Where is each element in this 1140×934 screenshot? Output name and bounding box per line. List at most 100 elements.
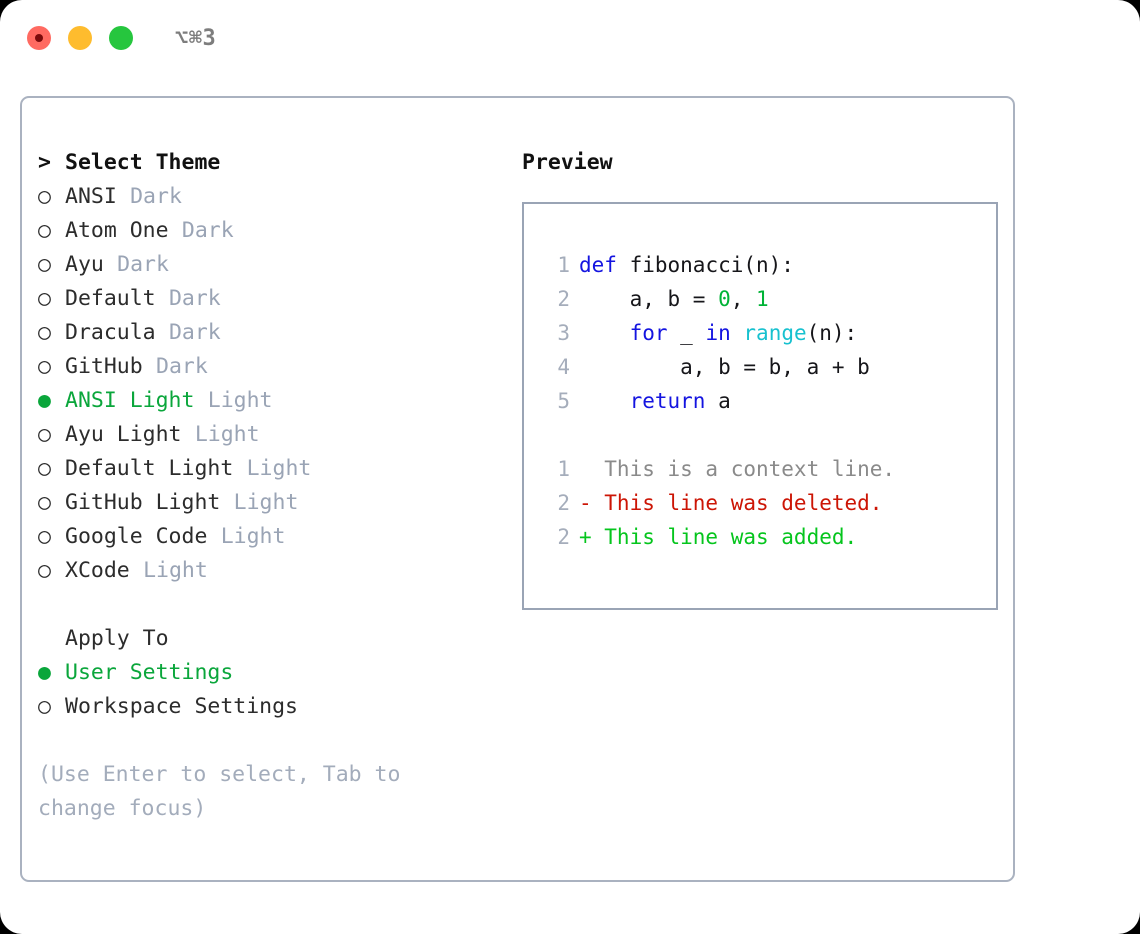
theme-name: Atom One — [65, 218, 169, 243]
code-line-content: return a — [579, 384, 731, 418]
diff-line-text: - This line was deleted. — [579, 491, 883, 515]
code-token-txt: fibonacci(n): — [616, 253, 794, 277]
apply-to-option-label: User Settings — [65, 660, 234, 685]
radio-unselected-icon[interactable]: ○ — [38, 422, 51, 447]
code-token-kw: for — [629, 321, 668, 345]
apply-to-option[interactable]: ● User Settings — [38, 656, 498, 690]
preview-heading: Preview — [522, 150, 613, 175]
apply-to-list: ● User Settings ○ Workspace Settings — [38, 656, 498, 724]
line-number: 5 — [557, 389, 570, 413]
code-line-content: def fibonacci(n): — [579, 248, 794, 282]
radio-unselected-icon[interactable]: ○ — [38, 184, 51, 209]
minimize-window-button[interactable] — [68, 26, 92, 50]
theme-variant-badge: Light — [194, 422, 260, 447]
code-line: 4 a, b = b, a + b — [540, 350, 996, 384]
radio-unselected-icon[interactable]: ○ — [38, 524, 51, 549]
radio-selected-icon[interactable]: ● — [38, 388, 51, 413]
maximize-window-button[interactable] — [109, 26, 133, 50]
theme-name: Dracula — [65, 320, 156, 345]
diff-line-text: This is a context line. — [579, 457, 896, 481]
theme-list-item[interactable]: ○ GitHub Light Light — [38, 486, 498, 520]
diff-line-add: 2 + This line was added. — [540, 520, 996, 554]
code-token-num: 1 — [756, 287, 769, 311]
code-token-txt: _ — [667, 321, 706, 345]
theme-variant-badge: Light — [246, 456, 312, 481]
theme-list-item[interactable]: ○ GitHub Dark — [38, 350, 498, 384]
select-theme-heading: > Select Theme — [38, 146, 498, 180]
radio-unselected-icon[interactable]: ○ — [38, 558, 51, 583]
apply-to-label: Apply To — [65, 626, 169, 651]
code-token-txt: a — [705, 389, 731, 413]
diff-line-text: + This line was added. — [579, 525, 858, 549]
theme-name: ANSI — [65, 184, 117, 209]
keyboard-shortcut-label: ⌥⌘3 — [175, 25, 217, 51]
theme-list-item[interactable]: ○ Google Code Light — [38, 520, 498, 554]
theme-variant-badge: Dark — [156, 354, 208, 379]
theme-list-item[interactable]: ○ Atom One Dark — [38, 214, 498, 248]
radio-unselected-icon[interactable]: ○ — [38, 286, 51, 311]
diff-line-del: 2 - This line was deleted. — [540, 486, 996, 520]
theme-name: Default Light — [65, 456, 234, 481]
line-number: 2 — [557, 287, 570, 311]
theme-variant-badge: Light — [220, 524, 286, 549]
theme-name: Ayu — [65, 252, 104, 277]
theme-name: ANSI Light — [65, 388, 195, 413]
theme-name: GitHub — [65, 354, 143, 379]
code-token-txt: , — [730, 287, 757, 311]
code-line: 3 for _ in range(n): — [540, 316, 996, 350]
close-icon — [35, 34, 43, 42]
line-number: 4 — [557, 355, 570, 379]
theme-name: Ayu Light — [65, 422, 182, 447]
code-token-kw: def — [579, 253, 617, 277]
window-controls — [27, 26, 133, 50]
theme-variant-badge: Light — [143, 558, 208, 583]
line-number: 2 — [557, 491, 570, 515]
code-line-content: a, b = b, a + b — [579, 350, 870, 384]
list-spacer — [38, 588, 498, 622]
theme-list-item[interactable]: ○ Default Light Light — [38, 452, 498, 486]
radio-unselected-icon[interactable]: ○ — [38, 320, 51, 345]
apply-to-option[interactable]: ○ Workspace Settings — [38, 690, 498, 724]
theme-list-item[interactable]: ○ Default Dark — [38, 282, 498, 316]
theme-name: GitHub Light — [65, 490, 221, 515]
radio-unselected-icon[interactable]: ○ — [38, 252, 51, 277]
keyboard-hint: (Use Enter to select, Tab to change focu… — [38, 762, 401, 821]
theme-variant-badge: Dark — [168, 286, 221, 311]
radio-unselected-icon[interactable]: ○ — [38, 456, 51, 481]
apply-to-heading: Apply To — [38, 622, 498, 656]
code-token-txt — [579, 321, 630, 345]
close-window-button[interactable] — [27, 26, 51, 50]
apply-to-option-label: Workspace Settings — [65, 694, 298, 719]
radio-unselected-icon[interactable]: ○ — [38, 218, 51, 243]
theme-list-item[interactable]: ○ Ayu Dark — [38, 248, 498, 282]
theme-list-item[interactable]: ○ Ayu Light Light — [38, 418, 498, 452]
line-number: 2 — [557, 525, 570, 549]
code-token-num: 0 — [718, 287, 731, 311]
theme-variant-badge: Light — [233, 490, 299, 515]
code-token-kw: in — [705, 321, 731, 345]
code-diff-spacer — [540, 418, 996, 452]
code-token-txt: a, b = b, a + b — [579, 355, 870, 379]
theme-name: Default — [65, 286, 156, 311]
code-line-content: a, b = 0, 1 — [579, 282, 769, 316]
radio-unselected-icon[interactable]: ○ — [38, 490, 51, 515]
radio-unselected-icon[interactable]: ○ — [38, 354, 51, 379]
radio-selected-icon[interactable]: ● — [38, 660, 51, 685]
diff-sample: 1 This is a context line. 2 - This line wa… — [540, 452, 996, 554]
theme-variant-badge: Dark — [181, 218, 234, 243]
line-number: 1 — [557, 457, 570, 481]
theme-variant-badge: Dark — [117, 252, 169, 277]
title-bar: ⌥⌘3 — [0, 0, 1140, 76]
code-line: 5 return a — [540, 384, 996, 418]
theme-name: Google Code — [65, 524, 208, 549]
radio-unselected-icon[interactable]: ○ — [38, 694, 51, 719]
code-token-txt: (n): — [806, 321, 858, 345]
